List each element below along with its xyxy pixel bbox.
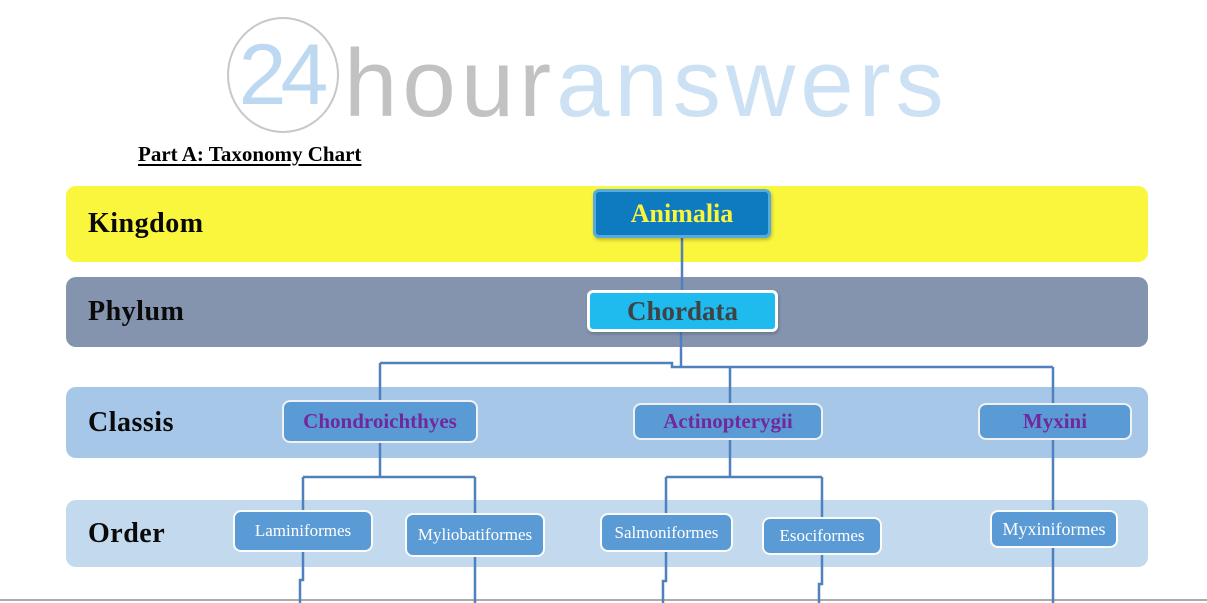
node-laminiformes: Laminiformes <box>233 510 373 552</box>
logo-wordmark: houranswers <box>344 36 949 132</box>
bottom-divider <box>0 599 1207 601</box>
node-chondroichthyes: Chondroichthyes <box>282 400 478 443</box>
row-label-kingdom: Kingdom <box>88 208 204 239</box>
row-label-classis: Classis <box>88 406 174 438</box>
node-chordata: Chordata <box>587 290 778 332</box>
node-actinopterygii: Actinopterygii <box>633 403 823 440</box>
page-title: Part A: Taxonomy Chart <box>138 142 362 166</box>
row-label-phylum: Phylum <box>88 296 185 327</box>
node-esociformes: Esociformes <box>762 517 882 555</box>
row-label-order: Order <box>88 517 166 549</box>
node-salmoniformes: Salmoniformes <box>600 513 733 552</box>
node-myliobatiformes: Myliobatiformes <box>405 513 545 557</box>
node-myxiniformes: Myxiniformes <box>990 510 1118 548</box>
logo-word-answers: answers <box>556 30 949 137</box>
logo-word-hour: hour <box>344 30 557 137</box>
logo-text-24: 24 <box>238 27 329 123</box>
logo-circle-icon: 24 <box>227 17 339 133</box>
row-phylum: Phylum <box>66 277 1148 347</box>
node-myxini: Myxini <box>978 403 1132 440</box>
node-animalia: Animalia <box>593 189 771 238</box>
row-classis: Classis <box>66 387 1148 458</box>
